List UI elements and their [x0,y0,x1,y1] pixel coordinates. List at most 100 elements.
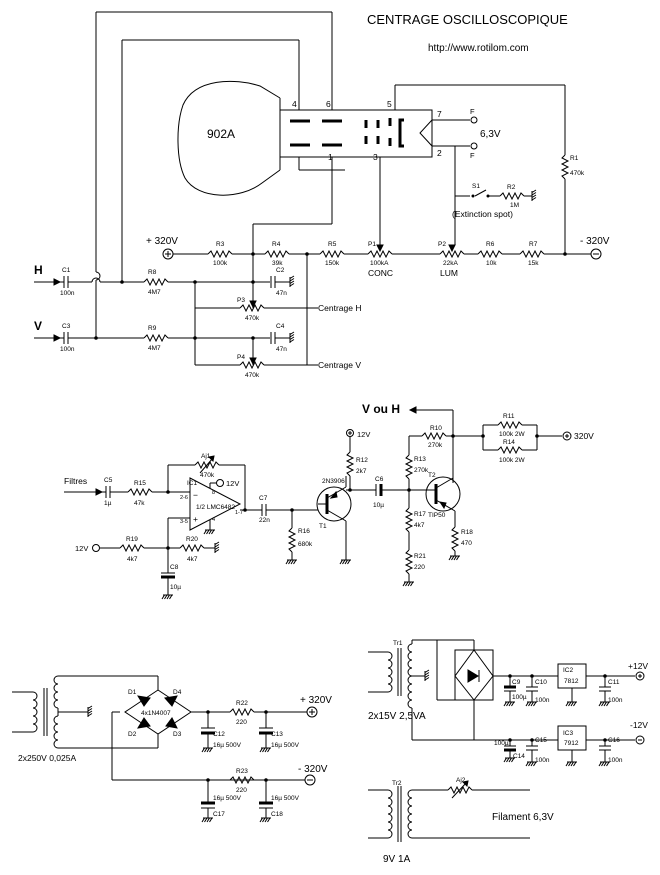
r4-value: 39k [272,260,283,267]
p1-name: P1 [368,241,376,248]
ic-pin-8: 8 [212,490,215,496]
aj1-name: Aj1 [201,453,211,460]
c13-value: 16µ 500V [271,742,300,749]
c14-value: 100µ [494,740,509,747]
r22-value: 220 [236,719,247,726]
crt-label: 902A [207,127,235,141]
centrage-v-label: Centrage V [318,360,361,370]
ic2-name: IC2 [563,667,574,674]
p2-label: LUM [440,268,458,278]
c3-name: C3 [62,323,71,330]
c5-value: 1µ [104,500,112,507]
r14-value: 100k 2W [499,457,526,464]
r23-value: 220 [236,787,247,794]
hv-minus-label: - 320V [298,764,328,775]
ic-pin-4: 4 [212,517,215,523]
c15-name: C15 [535,737,547,744]
r15-name: R15 [134,480,146,487]
r9-name: R9 [148,325,157,332]
filament-label: Filament 6,3V [492,812,554,823]
minus-sign: − [193,490,198,500]
c3-value: 100n [60,346,75,353]
r2-name: R2 [507,184,516,191]
tr1-spec: 2x15V 2,5VA [368,711,426,722]
pin-7: 7 [437,109,442,119]
r3-value: 100k [213,260,228,267]
v320-label: 320V [574,431,594,441]
transistor-t1 [316,486,352,522]
v12-top-label: 12V [357,430,370,439]
t2-value: TIP50 [428,512,446,519]
c14-name: C14 [513,753,525,760]
c7-name: C7 [259,495,268,502]
r20-name: R20 [186,536,198,543]
r23-name: R23 [236,768,248,775]
r11-value: 100k 2W [499,431,526,438]
ic3-value: 7912 [564,740,579,747]
d3-label: D3 [173,731,182,738]
r16-name: R16 [298,528,310,535]
plus-320v-label: + 320V [146,236,178,247]
transistor-t2 [425,476,461,512]
r17-value: 4k7 [414,522,425,529]
input-v-label: V [34,319,42,333]
r3-name: R3 [216,241,225,248]
c1-value: 100n [60,290,75,297]
p4-value: 470k [245,372,260,379]
c17-value: 16µ 500V [213,795,242,802]
r18-name: R18 [461,529,473,536]
c4-name: C4 [276,323,285,330]
p3-name: P3 [237,297,245,304]
r8-value: 4M7 [148,289,161,296]
filament-f1: F [470,107,475,116]
d1-label: D1 [128,689,137,696]
r12-name: R12 [356,457,368,464]
p2-value: 22kA [443,260,458,267]
pin-1: 1 [328,152,333,162]
ic-pin-35: 3-5 [180,519,188,525]
p3-value: 470k [245,315,260,322]
r4-name: R4 [272,241,281,248]
r22-name: R22 [236,700,248,707]
t1-name: T1 [319,523,327,530]
opamp-ic1 [189,477,242,531]
bridge-label: 4x1N4007 [141,710,171,717]
c15-value: 100n [535,757,550,764]
ic-pin-26: 2-6 [180,495,188,501]
pin-6: 6 [326,99,331,109]
r7-value: 15k [528,260,539,267]
c2-value: 47n [276,290,287,297]
r13-name: R13 [414,456,426,463]
r21-value: 220 [414,564,425,571]
hv-plus-label: + 320V [300,695,332,706]
v12-ic-label: 12V [226,479,239,488]
c7-value: 22n [259,517,270,524]
p4-name: P4 [237,354,245,361]
minus-320v-label: - 320V [580,236,610,247]
ic-pin-17: 1-7 [235,510,243,516]
c9-name: C9 [512,679,521,686]
r15-value: 47k [134,500,145,507]
out-label: V ou H [362,402,400,416]
extinction-label: (Extinction spot) [452,209,513,219]
r2-value: 1M [510,202,519,209]
c18-name: C18 [271,811,283,818]
v12-left-label: 12V [75,544,88,553]
tr2-label: Tr2 [392,780,402,787]
r21-name: R21 [414,553,426,560]
pin-5: 5 [387,99,392,109]
t2-name: T2 [428,472,436,479]
pin-4: 4 [292,99,297,109]
plus-sign: + [193,514,198,524]
r7-name: R7 [529,241,538,248]
r10-name: R10 [430,425,442,432]
website-link[interactable]: http://www.rotilom.com [428,43,529,54]
bridge-rectifier [124,689,192,735]
filament-f2: F [470,151,475,160]
r6-value: 10k [486,260,497,267]
c9-value: 100µ [512,694,527,701]
c5-name: C5 [104,477,113,484]
lv-transformer [368,639,510,741]
p1-label: CONC [368,268,393,278]
